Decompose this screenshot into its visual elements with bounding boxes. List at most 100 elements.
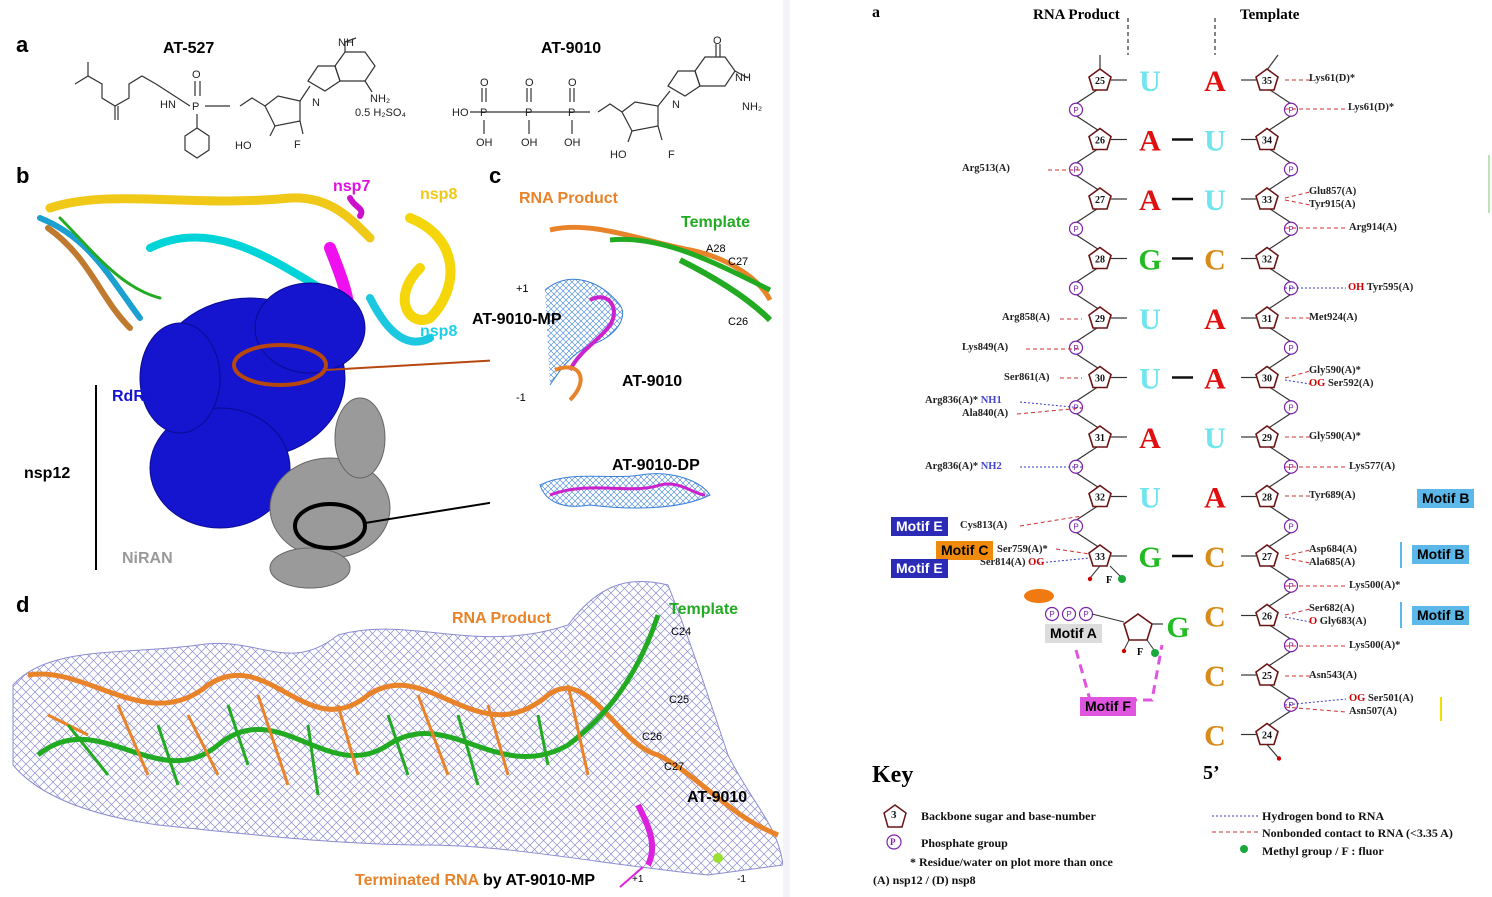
- template-backbone-up-7: [1266, 531, 1292, 549]
- motif-e-2: Motif E: [891, 559, 948, 578]
- template-nt-26-number: 26: [1262, 612, 1272, 623]
- edge-marker-yellow: [1440, 697, 1442, 721]
- res-arg914: Arg914(A): [1349, 222, 1397, 233]
- product-3-phosphate-label: P: [1073, 284, 1078, 293]
- incoming-phosphate-label-2: P: [1083, 610, 1088, 619]
- active-site-ellipse: [232, 343, 328, 387]
- template-backbone-up-2: [1266, 234, 1292, 252]
- product-base-30: U: [1139, 363, 1161, 396]
- res-glu857: Glu857(A): [1309, 186, 1357, 197]
- at9010-atom-p3: P: [568, 107, 575, 119]
- d-terminated-suffix: by AT-9010-MP: [478, 872, 596, 889]
- product-backbone-up-1: [1075, 174, 1101, 192]
- product-2-phosphate-label: P: [1073, 225, 1078, 234]
- d-c24-label: C24: [671, 626, 692, 638]
- at9010-atom-nh: NH: [735, 72, 751, 84]
- template-end-dot: [1276, 756, 1282, 761]
- product-base-27: A: [1139, 184, 1161, 217]
- product-backbone-up-5: [1075, 412, 1101, 430]
- template-nt-28-sugar: [1255, 484, 1279, 508]
- template-0-phosphate-label: P: [1288, 106, 1293, 115]
- template-4-phosphate: [1283, 340, 1299, 355]
- product-nt-28-sugar: [1088, 246, 1112, 270]
- edge-marker-blue-1: [1400, 542, 1402, 568]
- d-minus1-label: -1: [737, 874, 746, 885]
- res-ser501: OG Ser501(A): [1349, 693, 1413, 704]
- incoming-phosphate-label-1: P: [1066, 610, 1071, 619]
- product-base-31: A: [1139, 422, 1161, 455]
- product-nt-25-number: 25: [1095, 76, 1105, 87]
- res-ser501-og: OG: [1349, 693, 1366, 704]
- product-base-25: U: [1139, 65, 1161, 98]
- product-backbone-up-3: [1075, 293, 1101, 311]
- res-tyr595-oh: OH: [1348, 282, 1365, 293]
- motif-b-2: Motif B: [1412, 545, 1470, 564]
- template-nt-33-number: 33: [1262, 195, 1272, 206]
- res-gly683-name: Gly683(A): [1319, 616, 1367, 627]
- product-base-32: U: [1139, 482, 1161, 515]
- metal-ion-ellipse: [1024, 589, 1054, 603]
- five-prime-label: 5’: [1203, 762, 1220, 784]
- res-ser592: OG Ser592(A): [1309, 378, 1373, 389]
- nonbond-line-7: [1019, 515, 1083, 527]
- d-template-label: Template: [669, 601, 739, 618]
- nsp8-top-label: nsp8: [420, 186, 458, 203]
- res-arg836-nh2: Arg836(A)* NH2: [925, 461, 1002, 472]
- c-a28-label: A28: [706, 243, 726, 255]
- incoming-fluor-label: F: [1137, 647, 1143, 658]
- template-base-33: U: [1204, 184, 1226, 217]
- res-ala840: Ala840(A): [962, 408, 1009, 419]
- template-nt-31-number: 31: [1262, 314, 1272, 325]
- res-lys849: Lys849(A): [962, 342, 1009, 353]
- hbond-line-26: [1284, 616, 1311, 623]
- density-map-d: [12, 580, 783, 888]
- res-arg836-b: Arg836(A)*: [925, 461, 979, 472]
- panel-label-d: d: [16, 592, 30, 617]
- template-nt-34-sugar: [1255, 127, 1279, 151]
- nsp7-label: nsp7: [333, 178, 371, 195]
- template-backbone-up-1: [1266, 174, 1292, 192]
- template-backbone-up-9: [1266, 650, 1292, 668]
- template-base-27: C: [1204, 541, 1226, 574]
- edge-marker-green: [1488, 155, 1490, 213]
- key-nonbond-text: Nonbonded contact to RNA (<3.35 A): [1262, 826, 1453, 840]
- res-ser592-og: OG: [1309, 378, 1326, 389]
- nsp8-side-label: nsp8: [420, 323, 458, 340]
- c-at9010-label: AT-9010: [622, 373, 683, 390]
- template-7-phosphate: [1283, 519, 1299, 534]
- res-gly590-b: Gly590(A)*: [1309, 431, 1361, 442]
- motif-f: Motif F: [1080, 697, 1136, 716]
- res-ser759: Ser759(A)*: [997, 544, 1048, 555]
- template-backbone-up-6: [1266, 472, 1292, 490]
- at9010-atom-nh2: NH₂: [742, 101, 762, 113]
- header-template: Template: [1240, 7, 1300, 23]
- product-7-phosphate-label: P: [1073, 522, 1078, 531]
- motif-b-1: Motif B: [1417, 489, 1475, 508]
- key-methyl-icon: [1240, 845, 1248, 853]
- template-nt-25-sugar: [1255, 663, 1279, 686]
- niran-label: NiRAN: [122, 550, 173, 567]
- c-minus1-label: -1: [516, 392, 526, 404]
- nonbond-line-13: [1284, 199, 1311, 206]
- res-ser682: Ser682(A): [1309, 603, 1355, 614]
- res-ser592-name: Ser592(A): [1327, 378, 1374, 389]
- d-rna-product-label: RNA Product: [452, 610, 551, 627]
- res-asn507: Asn507(A): [1349, 706, 1397, 717]
- c-c26-label: C26: [728, 316, 749, 328]
- key-sugar-num: 3: [891, 809, 897, 821]
- nonbond-line-30: [1284, 706, 1347, 713]
- product-0-phosphate: [1068, 102, 1084, 117]
- at9010-atom-o1: O: [480, 77, 489, 89]
- product-backbone-up-2: [1075, 234, 1101, 252]
- template-6-phosphate: [1283, 459, 1299, 474]
- product-nt-26-sugar: [1088, 127, 1112, 151]
- product-0-phosphate-label: P: [1073, 106, 1078, 115]
- rdrp-ribbon-structure: [37, 193, 490, 589]
- product-nt-33-number: 33: [1095, 552, 1105, 563]
- product-2-phosphate: [1068, 221, 1084, 236]
- at527-atom-p: P: [192, 101, 199, 113]
- template-nt-27-number: 27: [1262, 552, 1272, 563]
- key-phosphate-sym: P: [890, 837, 896, 847]
- motif-f-loop: [1074, 644, 1164, 702]
- key-chains-text: (A) nsp12 / (D) nsp8: [873, 873, 976, 887]
